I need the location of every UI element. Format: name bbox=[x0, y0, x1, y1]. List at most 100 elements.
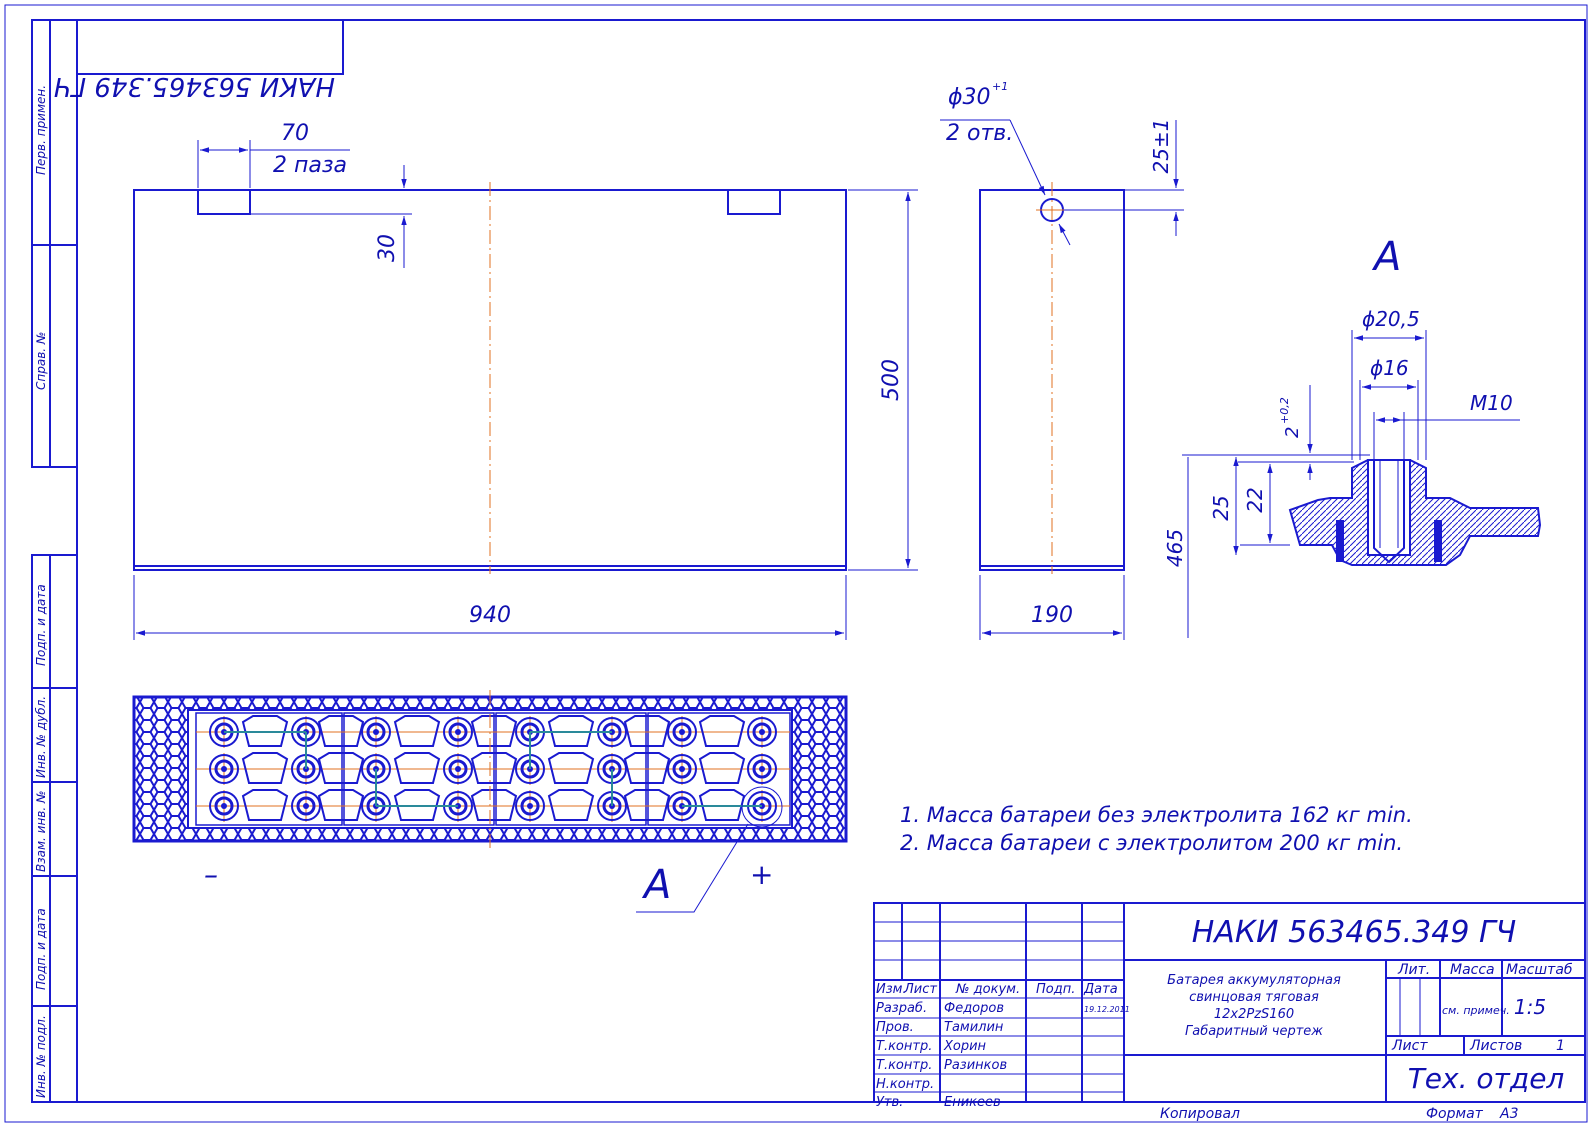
terminal-ring bbox=[291, 791, 321, 821]
vent-plug bbox=[547, 752, 595, 784]
terminal-center bbox=[679, 766, 685, 772]
detail-section bbox=[1240, 459, 1542, 566]
vent-plug bbox=[623, 789, 671, 821]
role-0: Разраб. bbox=[876, 1001, 927, 1016]
stamp-scale: Масштаб bbox=[1506, 962, 1573, 978]
mirrored-doc-code: НАКИ 563465.349 ГЧ bbox=[54, 71, 335, 101]
plan-callout-line bbox=[636, 823, 749, 913]
vent-plug bbox=[317, 789, 365, 821]
dim-length: 940 bbox=[469, 603, 511, 628]
stamp-mass-val: см. примеч. bbox=[1442, 1004, 1510, 1017]
terminal-center bbox=[303, 803, 309, 809]
vent-plug bbox=[623, 752, 671, 784]
strip-label-dubl: Инв. № дубл. bbox=[34, 696, 48, 778]
date-0: 19.12.2011 bbox=[1084, 1005, 1130, 1014]
mirrored-code-box bbox=[76, 19, 344, 75]
stamp-scale-val: 1:5 bbox=[1514, 995, 1546, 1019]
terminal-post bbox=[672, 722, 692, 742]
left-strip bbox=[31, 19, 78, 1103]
vent-plug bbox=[317, 715, 365, 747]
stamp-copied: Копировал bbox=[1160, 1106, 1240, 1122]
name-3: Разинков bbox=[944, 1058, 1007, 1073]
role-4: Н.контр. bbox=[876, 1077, 934, 1092]
dim-hole-dia: ϕ30 bbox=[948, 85, 991, 110]
name-1: Тамилин bbox=[944, 1020, 1004, 1035]
vent-plug bbox=[623, 715, 671, 747]
terminal-post bbox=[214, 759, 234, 779]
vent-plug bbox=[547, 789, 595, 821]
detail-h22: 22 bbox=[1243, 487, 1267, 512]
stamp-sheets-val: 1 bbox=[1556, 1038, 1565, 1054]
plan-callout: А bbox=[641, 862, 671, 908]
vent-plug bbox=[393, 752, 441, 784]
vent-plug bbox=[698, 715, 746, 747]
detail-label: А bbox=[1371, 234, 1401, 280]
dim-hole-pos: 25±1 bbox=[1149, 119, 1173, 174]
terminal-ring bbox=[747, 754, 777, 784]
terminal-center bbox=[221, 766, 227, 772]
terminal-center bbox=[759, 766, 765, 772]
name-5: Еникеев bbox=[944, 1095, 1001, 1110]
dim-hole-tol: +1 bbox=[992, 80, 1008, 93]
plan-minus: – bbox=[204, 858, 218, 891]
stamp-format: Формат bbox=[1426, 1106, 1484, 1122]
stamp-mass: Масса bbox=[1450, 962, 1495, 978]
role-2: Т.контр. bbox=[876, 1039, 932, 1054]
vent-plug bbox=[317, 752, 365, 784]
strip-label-sprav: Справ. № bbox=[34, 332, 48, 390]
terminal-ring bbox=[667, 717, 697, 747]
stamp-sheets: Листов bbox=[1469, 1038, 1522, 1054]
hdr-podp: Подп. bbox=[1036, 982, 1075, 997]
hdr-doc: № докум. bbox=[955, 982, 1020, 997]
stamp-sheet: Лист bbox=[1391, 1038, 1428, 1054]
hdr-list: Лист bbox=[903, 982, 937, 997]
strip-label-podl: Инв. № подл. bbox=[34, 1015, 48, 1098]
terminal-center bbox=[221, 803, 227, 809]
vent-plug bbox=[470, 715, 518, 747]
terminal-post bbox=[214, 796, 234, 816]
terminal-center bbox=[373, 729, 379, 735]
title-line-1: свинцовая тяговая bbox=[1189, 990, 1319, 1005]
stamp-format-val: А3 bbox=[1499, 1106, 1518, 1122]
strip-label-podp1: Подп. и дата bbox=[34, 584, 48, 666]
stamp-org: Тех. отдел bbox=[1408, 1062, 1565, 1095]
terminal-ring bbox=[209, 754, 239, 784]
detail-d-outer: ϕ20,5 bbox=[1362, 307, 1420, 331]
detail-gap: 2 bbox=[1282, 427, 1303, 438]
vent-plug bbox=[698, 752, 746, 784]
stamp-lit: Лит. bbox=[1397, 962, 1430, 978]
plan-detail-circle bbox=[741, 786, 783, 828]
vent-plug bbox=[241, 789, 289, 821]
name-0: Федоров bbox=[944, 1001, 1004, 1016]
title-line-3: Габаритный чертеж bbox=[1185, 1024, 1323, 1039]
role-3: Т.контр. bbox=[876, 1058, 932, 1073]
dim-height: 500 bbox=[879, 359, 904, 401]
dim-slot-note: 2 паза bbox=[273, 153, 347, 178]
terminal-center bbox=[455, 729, 461, 735]
dim-slot-width: 70 bbox=[281, 121, 309, 146]
sheet-border bbox=[4, 4, 1588, 1123]
terminal-ring bbox=[747, 717, 777, 747]
terminal-center bbox=[527, 803, 533, 809]
terminal-ring bbox=[515, 791, 545, 821]
terminal-center bbox=[679, 729, 685, 735]
vent-plug bbox=[393, 789, 441, 821]
hdr-date: Дата bbox=[1083, 982, 1118, 997]
terminal-post bbox=[448, 759, 468, 779]
role-5: Утв. bbox=[876, 1095, 903, 1110]
terminal-post bbox=[752, 722, 772, 742]
plan-plus: + bbox=[750, 858, 773, 891]
terminal-ring bbox=[361, 717, 391, 747]
terminal-ring bbox=[667, 754, 697, 784]
title-line-2: 12х2PzS160 bbox=[1214, 1007, 1294, 1022]
vent-plug bbox=[393, 715, 441, 747]
note-1: 1. Масса батареи без электролита 162 кг … bbox=[900, 803, 1413, 827]
vent-plug bbox=[241, 715, 289, 747]
dim-hole-note: 2 отв. bbox=[946, 121, 1013, 146]
terminal-post bbox=[366, 722, 386, 742]
terminal-center bbox=[455, 766, 461, 772]
strip-label-perv: Перв. примен. bbox=[34, 85, 48, 175]
dim-width: 190 bbox=[1031, 603, 1073, 628]
stamp-doc-code: НАКИ 563465.349 ГЧ bbox=[1192, 915, 1517, 950]
